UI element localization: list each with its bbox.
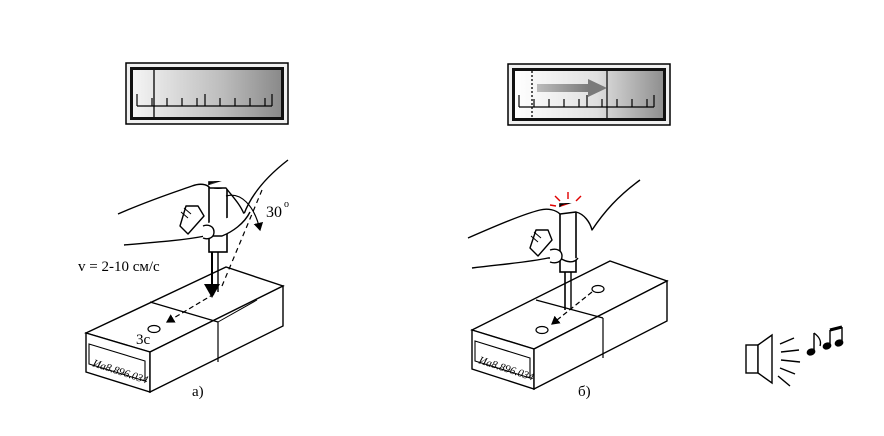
music-notes-icon: [806, 325, 844, 356]
defect-mark-a: [147, 324, 161, 334]
meter-b-arrow: [537, 79, 607, 97]
caption-a: а): [192, 384, 204, 400]
scan-path-b: [551, 291, 593, 325]
scan-path-a: [165, 293, 215, 323]
defect-mark-b-start: [591, 284, 605, 294]
meter-b-scale: [518, 95, 655, 108]
time-label: 3с: [136, 332, 151, 348]
panel-b: Иа8.896.034 б): [467, 63, 671, 400]
meter-b: [507, 63, 671, 126]
hand-a: [117, 159, 289, 246]
angle-unit: o: [284, 199, 289, 210]
angle-indicator-a: [221, 189, 264, 287]
sound-waves-icon: [777, 337, 801, 387]
hand-b: [467, 179, 641, 269]
defect-mark-b-end: [535, 325, 549, 335]
panel-a: Иа8.896.034 30 o v = 2-10 см/с 3с: [78, 62, 289, 400]
caption-b: б): [578, 384, 591, 400]
meter-a-scale: [136, 94, 273, 107]
speed-label: v = 2-10 см/с: [78, 259, 160, 275]
meter-a: [125, 62, 289, 125]
angle-label: 30: [266, 204, 282, 221]
speaker-icon: [745, 333, 773, 385]
